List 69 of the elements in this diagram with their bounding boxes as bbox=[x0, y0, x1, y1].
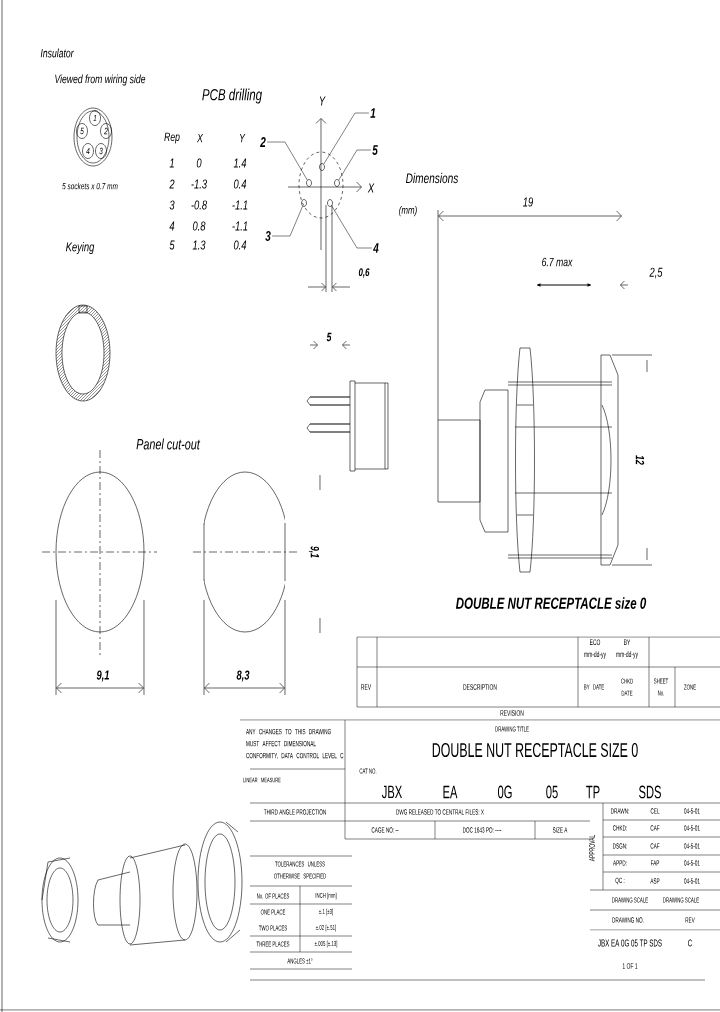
callout-number: 4 bbox=[373, 243, 379, 253]
caption: (mm) bbox=[399, 205, 417, 217]
callout-number: 2 bbox=[260, 137, 266, 147]
table-cell: 05 bbox=[546, 785, 558, 799]
heading: Keying bbox=[65, 241, 95, 255]
table-cell: EA bbox=[443, 785, 458, 799]
drill-hole bbox=[334, 179, 340, 187]
dimension-label: 0,6 bbox=[358, 268, 370, 278]
table-header: X bbox=[196, 133, 204, 143]
table-cell: REV bbox=[361, 684, 372, 690]
table-cell: BY mm-dd-yy bbox=[616, 639, 638, 659]
heading: Panel cut-out bbox=[136, 438, 201, 450]
table-cell: -1.1 bbox=[232, 200, 248, 210]
dimension-label: 8,3 bbox=[236, 670, 250, 682]
table-cell: 2 bbox=[169, 179, 175, 189]
table-cell: 5 bbox=[169, 240, 175, 250]
callout-number: 1 bbox=[370, 108, 376, 118]
leader-line bbox=[266, 141, 308, 181]
axis-label: Y bbox=[319, 96, 326, 106]
table-cell: -1.3 bbox=[191, 179, 207, 189]
leader-line bbox=[331, 205, 373, 249]
table-cell: REVISION bbox=[500, 710, 524, 716]
dimension-label: 6.7 max bbox=[542, 257, 573, 267]
table-cell: 0.4 bbox=[233, 240, 247, 250]
table-cell: 3 bbox=[169, 200, 175, 210]
leader-line bbox=[323, 112, 370, 165]
dimension-label: 12 bbox=[635, 455, 645, 465]
callout-number: 3 bbox=[265, 231, 271, 241]
heading: DOUBLE NUT RECEPTACLE size 0 bbox=[455, 597, 647, 609]
caption: 5 sockets x 0.7 mm bbox=[62, 182, 118, 190]
leader-line bbox=[338, 149, 372, 181]
table-cell: ECO mm-dd-yy bbox=[584, 639, 606, 659]
table-cell: 0 bbox=[196, 158, 202, 168]
dimension-label: 2,5 bbox=[649, 267, 663, 279]
drill-hole bbox=[301, 199, 307, 207]
axis-label: X bbox=[367, 183, 375, 193]
dimension-label: 5 bbox=[326, 332, 332, 342]
table-cell: SDS bbox=[639, 785, 661, 799]
table-cell: TP bbox=[586, 785, 600, 799]
table-cell: 1.4 bbox=[233, 158, 247, 168]
caption: Viewed from wiring side bbox=[55, 74, 146, 86]
table-cell: APPROVAL bbox=[589, 835, 595, 862]
drill-hole bbox=[319, 163, 325, 171]
table-cell: JBX EA 0G 05 TP SDS bbox=[598, 939, 662, 947]
heading: Dimensions bbox=[406, 172, 459, 184]
drill-hole bbox=[306, 179, 312, 187]
leader-line bbox=[271, 206, 303, 237]
table-cell: 0G bbox=[498, 785, 512, 799]
dimension-label: 9,1 bbox=[308, 546, 320, 558]
dimension-label: 19 bbox=[523, 197, 533, 207]
table-cell: C bbox=[688, 939, 692, 947]
table-header: Rep bbox=[164, 132, 180, 144]
drill-hole bbox=[327, 199, 333, 207]
table-cell: DESCRIPTION bbox=[463, 684, 497, 690]
dimension-label: 9,1 bbox=[96, 670, 109, 682]
table-cell: -0.8 bbox=[191, 200, 207, 210]
table-header: Y bbox=[240, 133, 246, 143]
table-cell: 4 bbox=[169, 221, 175, 231]
table-cell: 1 bbox=[169, 158, 174, 168]
caption: Insulator bbox=[40, 48, 74, 58]
callout-number: 5 bbox=[372, 145, 378, 155]
heading: PCB drilling bbox=[202, 88, 262, 104]
table-cell: -1.1 bbox=[232, 221, 248, 231]
drawing-title: DOUBLE NUT RECEPTACLE SIZE 0 bbox=[432, 742, 638, 758]
table-cell: 1 OF 1 bbox=[622, 963, 638, 969]
table-cell: 1.3 bbox=[192, 240, 206, 250]
table-cell: JBX bbox=[381, 785, 402, 799]
table-cell: 0.4 bbox=[233, 179, 247, 189]
table-cell: 0.8 bbox=[192, 221, 206, 231]
